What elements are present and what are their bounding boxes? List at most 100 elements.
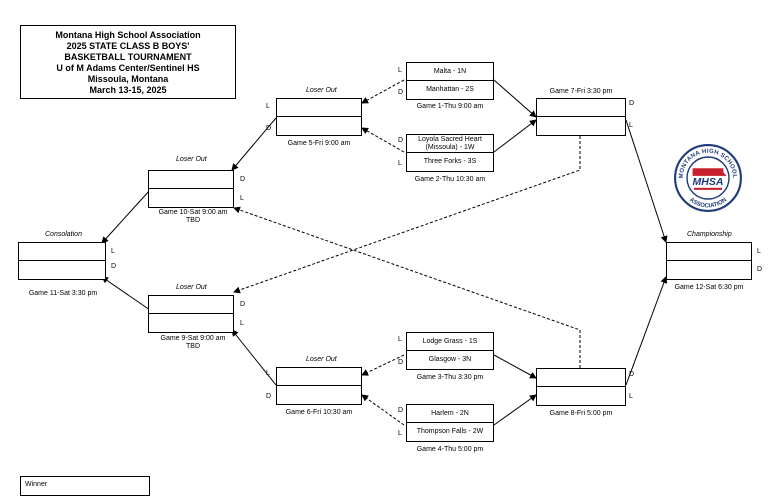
game-6-box: [276, 367, 362, 405]
game-12-caption: Game 12-Sat 6:30 pm: [674, 284, 744, 291]
game-3-team-top: Lodge Grass - 1S: [407, 333, 493, 351]
game-11-slot-bottom: [19, 261, 105, 279]
game-11-slot-top: [19, 243, 105, 261]
game-4-box: Harlem - 2N Thompson Falls - 2W: [406, 404, 494, 442]
game-8-letter-d: D: [629, 371, 635, 378]
game-10-slot-top: [149, 171, 233, 189]
tournament-title-box: Montana High School Association 2025 STA…: [20, 25, 236, 99]
game-2-team-bottom: Three Forks - 3S: [423, 158, 477, 165]
game-10-label: Loser Out: [176, 156, 207, 163]
game-10-caption: Game 10-Sat 9:00 am TBD: [148, 209, 238, 225]
game-1-letter-d: D: [398, 89, 404, 96]
game-1-team-top: Malta - 1N: [407, 63, 493, 81]
game-12-slot-bottom: [667, 261, 751, 279]
game-7-slot-bottom: [537, 117, 625, 135]
game-3-letter-l: L: [398, 336, 402, 343]
game-8-caption: Game 8-Fri 5:00 pm: [549, 410, 613, 417]
game-5-slot-bottom: [277, 117, 361, 135]
game-12-letter-l: L: [757, 248, 761, 255]
game-9-letter-l: L: [240, 320, 244, 327]
connector-g10-g11: [101, 189, 151, 244]
game-9-caption-time: Game 9-Sat 9:00 am: [160, 335, 226, 342]
title-line-6: March 13-15, 2025: [89, 85, 167, 95]
game-10-box: [148, 170, 234, 208]
connector-g3-g8: [493, 354, 537, 379]
game-8-letter-l: L: [629, 393, 633, 400]
game-11-letter-d: D: [111, 263, 117, 270]
game-1-letter-l: L: [398, 67, 402, 74]
game-9-letter-d: D: [240, 301, 246, 308]
title-line-1: Montana High School Association: [55, 30, 201, 40]
game-10-caption-time: Game 10-Sat 9:00 am: [158, 209, 228, 216]
game-10-slot-bottom: [149, 189, 233, 207]
game-8-slot-bottom: [537, 387, 625, 405]
game-9-caption-tbd: TBD: [186, 343, 200, 350]
connector-g6-g9: [231, 329, 277, 386]
game-7-box: [536, 98, 626, 136]
loser-g4-g6: [361, 394, 405, 426]
loser-g1-g5: [361, 79, 405, 104]
connector-g5-g10: [231, 117, 277, 171]
game-5-box: [276, 98, 362, 136]
legend-box: Winner: [20, 476, 150, 496]
title-line-2: 2025 STATE CLASS B BOYS': [66, 41, 190, 51]
game-8-slot-top: [537, 369, 625, 387]
game-5-slot-top: [277, 99, 361, 117]
game-8-box: [536, 368, 626, 406]
game-9-slot-bottom: [149, 314, 233, 332]
game-1-team-bottom: Manhattan - 2S: [426, 86, 474, 93]
game-10-letter-d: D: [240, 176, 246, 183]
loser-g7-g9: [233, 136, 581, 294]
game-11-caption: Game 11-Sat 3:30 pm: [28, 290, 98, 297]
connector-g4-g8: [493, 394, 537, 426]
game-10-caption-tbd: TBD: [186, 217, 200, 224]
connector-g1-g7: [493, 79, 537, 118]
game-11-letter-l: L: [111, 248, 115, 255]
game-11-label: Consolation: [45, 231, 82, 238]
game-4-caption: Game 4-Thu 5:00 pm: [416, 446, 484, 453]
connector-g8-g12: [625, 276, 668, 386]
connector-g7-g12: [625, 119, 668, 243]
game-7-letter-l: L: [629, 122, 633, 129]
game-4-team-bottom: Thompson Falls - 2W: [416, 428, 484, 435]
loser-g3-g6: [361, 354, 405, 376]
game-10-letter-l: L: [240, 195, 244, 202]
game-9-slot-top: [149, 296, 233, 314]
game-2-box: Loyola Sacred Heart (Missoula) - 1W Thre…: [406, 134, 494, 172]
game-1-box: Malta - 1N Manhattan - 2S: [406, 62, 494, 100]
game-12-box: [666, 242, 752, 280]
game-1-caption: Game 1-Thu 9:00 am: [416, 103, 484, 110]
game-3-letter-d: D: [398, 359, 404, 366]
loser-g8-g10: [233, 206, 581, 368]
game-7-slot-top: [537, 99, 625, 117]
game-3-box: Lodge Grass - 1S Glasgow - 3N: [406, 332, 494, 370]
game-5-label: Loser Out: [306, 87, 337, 94]
game-9-box: [148, 295, 234, 333]
legend-winner-label: Winner: [25, 481, 48, 488]
game-5-letter-l: L: [266, 103, 270, 110]
game-2-letter-l: L: [398, 160, 402, 167]
game-4-team-top: Harlem - 2N: [407, 405, 493, 423]
game-6-caption: Game 6-Fri 10:30 am: [285, 409, 353, 416]
game-2-team-top: Loyola Sacred Heart (Missoula) - 1W: [407, 135, 493, 153]
connector-g9-g11: [101, 276, 151, 311]
game-11-box: [18, 242, 106, 280]
game-7-letter-d: D: [629, 100, 635, 107]
game-2-caption: Game 2-Thu 10:30 am: [414, 176, 486, 183]
title-line-5: Missoula, Montana: [87, 74, 169, 84]
game-9-label: Loser Out: [176, 284, 207, 291]
game-6-slot-top: [277, 368, 361, 386]
connector-g2-g7: [493, 119, 537, 153]
game-2-letter-d: D: [398, 137, 404, 144]
game-3-caption: Game 3-Thu 3:30 pm: [416, 374, 484, 381]
game-6-label: Loser Out: [306, 356, 337, 363]
game-12-slot-top: [667, 243, 751, 261]
game-5-caption: Game 5-Fri 9:00 am: [287, 140, 351, 147]
game-4-letter-d: D: [398, 407, 404, 414]
svg-text:MHSA: MHSA: [693, 176, 724, 188]
game-4-letter-l: L: [398, 430, 402, 437]
game-6-letter-l: L: [266, 370, 270, 377]
game-5-letter-d: D: [266, 125, 272, 132]
game-7-caption: Game 7-Fri 3:30 pm: [549, 88, 613, 95]
